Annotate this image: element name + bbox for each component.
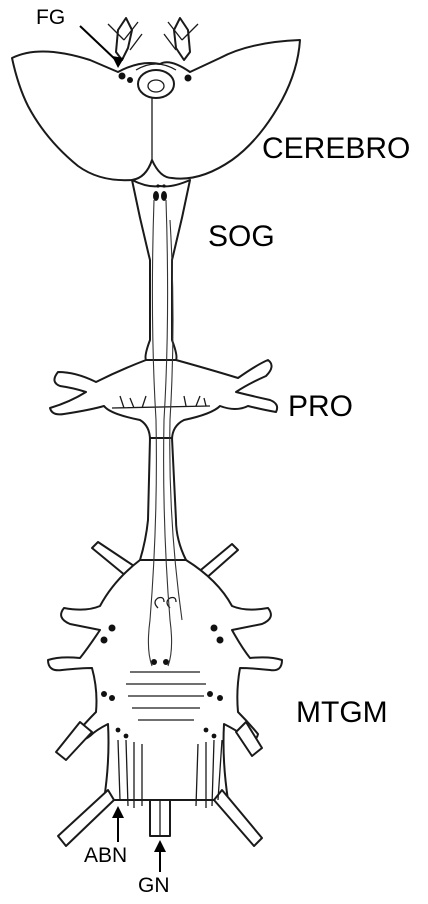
frontal-ganglion-neuron	[185, 75, 192, 82]
sog-neuron	[153, 191, 159, 201]
sog-neuron	[162, 184, 165, 187]
mtgm-neuron	[211, 625, 218, 632]
mtgm-neuron	[204, 728, 209, 733]
mtgm-neuron	[101, 637, 108, 644]
inter-ganglion-connective	[140, 438, 186, 560]
mtgm-neuron	[116, 728, 121, 733]
label-pro: PRO	[288, 390, 353, 423]
mtgm-neuron	[109, 625, 116, 632]
abn-arrowhead	[112, 806, 124, 818]
fg-arrowhead	[112, 56, 124, 68]
mtgm-neuron	[101, 691, 107, 697]
mtgm-neuron	[217, 637, 224, 644]
label-mtgm: MTGM	[296, 696, 388, 729]
mtgm-neuron	[124, 734, 129, 739]
label-sog: SOG	[208, 220, 275, 253]
gn-arrowhead	[154, 840, 166, 852]
label-fg: FG	[36, 6, 65, 29]
label-gn: GN	[138, 874, 170, 897]
central-body	[138, 70, 174, 98]
mtgm-neuron	[217, 695, 223, 701]
mtgm-nerve-bottom-left	[58, 790, 114, 846]
cerebral-ganglion	[12, 18, 300, 180]
frontal-ganglion-neuron	[119, 73, 126, 80]
sog-neuron	[156, 184, 159, 187]
mtgm-neuron	[212, 734, 217, 739]
sog-neuron	[161, 191, 167, 201]
mtgm-neuron	[109, 695, 115, 701]
mtgm-neuron	[207, 691, 213, 697]
mtgm-nerve-lower-right	[236, 722, 262, 756]
mtgm-nerve-lower-left	[56, 722, 92, 760]
label-abn: ABN	[84, 844, 127, 867]
suboesophageal-ganglion	[132, 180, 190, 360]
mtgm-body	[48, 560, 282, 800]
mtgm-ganglion	[48, 542, 282, 846]
label-cerebro: CEREBRO	[262, 132, 410, 165]
frontal-ganglion-neuron	[127, 77, 133, 83]
brain-body	[12, 40, 300, 180]
mtgm-nerve-bottom-right	[214, 790, 262, 846]
sog-connective	[132, 180, 190, 360]
